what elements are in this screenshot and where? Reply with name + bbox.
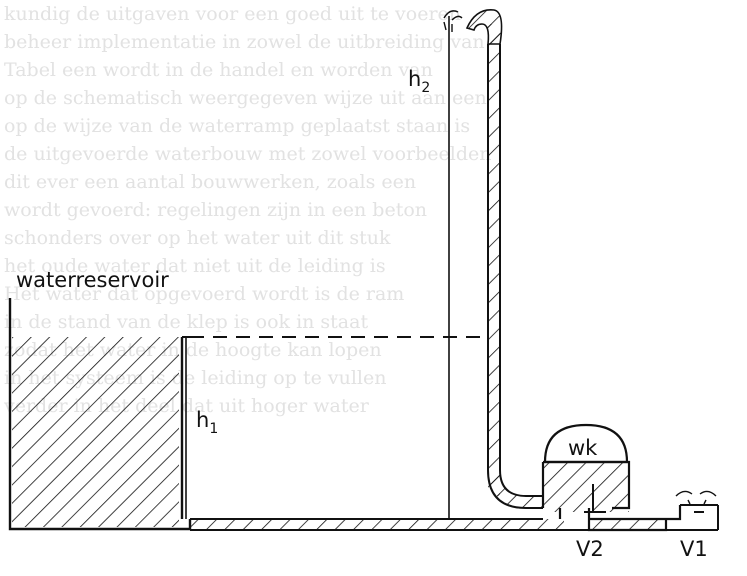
h2-label: h2 (408, 67, 430, 96)
background-text-line: dit ever een aantal bouwwerken, zoals ee… (4, 171, 416, 193)
air-chamber-label: wk (568, 436, 598, 460)
background-text-line: schonders over op het water uit dit stuk (4, 227, 391, 249)
background-text-line: kundig de uitgaven voor een goed uit te … (4, 3, 461, 25)
background-text-line: Tabel een wordt in de handel en worden v… (4, 59, 433, 81)
background-text-line: Het water dat opgevoerd wordt is de ram (4, 283, 404, 305)
background-text-line: in de stand van de klep is ook in staat (4, 311, 368, 333)
outlet-spray (443, 10, 463, 32)
valve1-label: V1 (680, 537, 708, 561)
delivery-outlet (465, 9, 503, 45)
background-text-line: het oude water dat niet uit de leiding i… (4, 255, 386, 277)
reservoir-label: waterreservoir (16, 268, 169, 292)
drive-pipe (190, 519, 564, 530)
delivery-valve-v2 (584, 484, 606, 513)
h1-label: h1 (196, 408, 218, 437)
valve2-label: V2 (576, 537, 604, 561)
background-text-line: wordt gevoerd: regelingen zijn in een be… (4, 199, 427, 221)
background-text-line: op de schematisch weergegeven wijze uit … (4, 87, 487, 109)
background-text-line: beheer implementatie in zowel de uitbrei… (4, 31, 485, 53)
background-text-line: de uitgevoerde waterbouw met zowel voorb… (4, 143, 492, 165)
drive-pipe-outline (190, 518, 589, 531)
valve-chamber-outline (541, 460, 682, 532)
reservoir-water (12, 337, 179, 527)
waste-spray (675, 490, 717, 505)
background-text-line: op de wijze van de waterramp geplaatst s… (4, 115, 470, 137)
waste-valve-v1 (666, 504, 719, 531)
delivery-pipe (488, 24, 500, 496)
delivery-pipe-bend (488, 470, 543, 508)
air-chamber (543, 423, 629, 464)
waste-pipe (589, 519, 666, 530)
valve-chamber (543, 462, 629, 512)
